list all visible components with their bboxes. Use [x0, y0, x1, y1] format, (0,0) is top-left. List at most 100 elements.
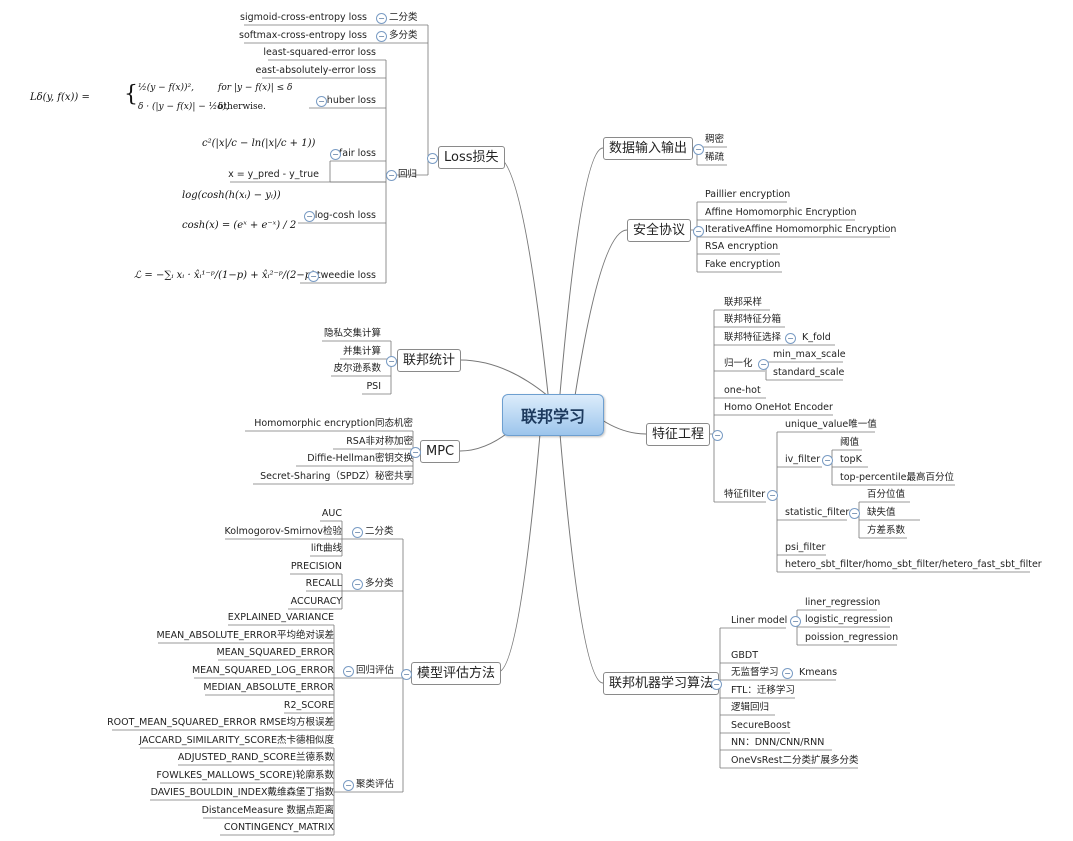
ml-item[interactable]: GBDT [731, 650, 758, 661]
collapse-icon[interactable]: − [386, 356, 397, 367]
branch-mpc[interactable]: MPC [420, 440, 461, 463]
feature-item[interactable]: 归一化 [724, 358, 753, 369]
feature-norm-item[interactable]: min_max_scale [773, 349, 846, 360]
feature-item[interactable]: 联邦特征选择 [724, 332, 782, 343]
ml-unsup-item[interactable]: Kmeans [799, 667, 838, 678]
eval-binary-item[interactable]: AUC [321, 508, 342, 519]
collapse-icon[interactable]: − [782, 668, 793, 679]
collapse-icon[interactable]: − [376, 31, 387, 42]
branch-data-io[interactable]: 数据输入输出 [603, 137, 694, 160]
feature-filter-item[interactable]: statistic_filter [785, 507, 850, 518]
eval-cluster-item[interactable]: ADJUSTED_RAND_SCORE兰德系数 [177, 752, 334, 763]
eval-binary-item[interactable]: lift曲线 [310, 543, 342, 554]
ml-item[interactable]: 逻辑回归 [731, 702, 770, 713]
loss-item[interactable]: east-absolutely-error loss [255, 65, 376, 76]
eval-category[interactable]: 二分类 [365, 526, 394, 537]
collapse-icon[interactable]: − [758, 359, 769, 370]
branch-feature-engineering[interactable]: 特征工程 [646, 423, 711, 446]
feature-filter-item[interactable]: hetero_sbt_filter/homo_sbt_filter/hetero… [785, 559, 1042, 570]
feature-kfold[interactable]: K_fold [802, 332, 831, 343]
statistic-filter-item[interactable]: 百分位值 [867, 489, 906, 500]
collapse-icon[interactable]: − [785, 333, 796, 344]
collapse-icon[interactable]: − [343, 780, 354, 791]
collapse-icon[interactable]: − [790, 616, 801, 627]
collapse-icon[interactable]: − [410, 447, 421, 458]
security-item[interactable]: Paillier encryption [705, 189, 791, 200]
stats-item[interactable]: PSI [366, 381, 381, 392]
eval-multi-item[interactable]: ACCURACY [290, 596, 342, 607]
stats-item[interactable]: 并集计算 [342, 346, 381, 357]
collapse-icon[interactable]: − [767, 490, 778, 501]
eval-regression-item[interactable]: MEDIAN_ABSOLUTE_ERROR [203, 682, 334, 693]
loss-item[interactable]: x = y_pred - y_true [228, 169, 319, 180]
eval-regression-item[interactable]: MEAN_ABSOLUTE_ERROR平均绝对误差 [156, 630, 334, 641]
eval-binary-item[interactable]: Kolmogorov-Smirnov检验 [224, 526, 342, 537]
collapse-icon[interactable]: − [376, 13, 387, 24]
mpc-item[interactable]: RSA非对称加密 [346, 436, 413, 447]
eval-multi-item[interactable]: RECALL [305, 578, 342, 589]
collapse-icon[interactable]: − [352, 579, 363, 590]
mpc-item[interactable]: Secret-Sharing（SPDZ）秘密共享 [260, 471, 413, 482]
eval-regression-item[interactable]: MEAN_SQUARED_LOG_ERROR [191, 665, 334, 676]
collapse-icon[interactable]: − [386, 170, 397, 181]
mpc-item[interactable]: Homomorphic encryption同态机密 [254, 418, 413, 429]
loss-item[interactable]: least-squared-error loss [263, 47, 376, 58]
mpc-item[interactable]: Diffie-Hellman密钥交换 [307, 453, 413, 464]
stats-item[interactable]: 隐私交集计算 [323, 328, 381, 339]
statistic-filter-item[interactable]: 缺失值 [867, 507, 896, 518]
iv-filter-item[interactable]: top-percentile最高百分位 [840, 472, 955, 483]
feature-item[interactable]: 联邦特征分箱 [724, 314, 782, 325]
feature-norm-item[interactable]: standard_scale [773, 367, 845, 378]
eval-category[interactable]: 回归评估 [356, 665, 395, 676]
collapse-icon[interactable]: − [352, 527, 363, 538]
collapse-icon[interactable]: − [711, 679, 722, 690]
feature-item[interactable]: 联邦采样 [724, 297, 763, 308]
collapse-icon[interactable]: − [427, 153, 438, 164]
collapse-icon[interactable]: − [343, 666, 354, 677]
loss-item[interactable]: fair loss [338, 148, 376, 159]
collapse-icon[interactable]: − [330, 149, 341, 160]
eval-cluster-item[interactable]: JACCARD_SIMILARITY_SCORE杰卡德相似度 [139, 735, 334, 746]
feature-filter-item[interactable]: psi_filter [785, 542, 826, 553]
security-item[interactable]: Fake encryption [705, 259, 781, 270]
feature-item[interactable]: Homo OneHot Encoder [724, 402, 833, 413]
collapse-icon[interactable]: − [693, 144, 704, 155]
branch-loss[interactable]: Loss损失 [438, 146, 505, 169]
central-topic[interactable]: 联邦学习 [502, 394, 604, 436]
eval-category[interactable]: 聚类评估 [356, 779, 395, 790]
eval-cluster-item[interactable]: DAVIES_BOULDIN_INDEX戴维森堡丁指数 [150, 787, 334, 798]
collapse-icon[interactable]: − [316, 96, 327, 107]
eval-cluster-item[interactable]: CONTINGENCY_MATRIX [223, 822, 334, 833]
iv-filter-item[interactable]: topK [840, 454, 862, 465]
branch-ml-algorithms[interactable]: 联邦机器学习算法 [603, 672, 720, 695]
security-item[interactable]: IterativeAffine Homomorphic Encryption [705, 224, 897, 235]
iv-filter-item[interactable]: 阈值 [840, 437, 860, 448]
loss-category[interactable]: 二分类 [389, 12, 418, 23]
feature-item[interactable]: one-hot [724, 385, 761, 396]
collapse-icon[interactable]: − [401, 669, 412, 680]
stats-item[interactable]: 皮尔逊系数 [333, 363, 381, 374]
eval-category[interactable]: 多分类 [365, 578, 394, 589]
eval-regression-item[interactable]: ROOT_MEAN_SQUARED_ERROR RMSE均方根误差 [107, 717, 334, 728]
ml-liner-item[interactable]: logistic_regression [805, 614, 893, 625]
security-item[interactable]: Affine Homomorphic Encryption [705, 207, 857, 218]
eval-cluster-item[interactable]: FOWLKES_MALLOWS_SCORE)轮廓系数 [156, 770, 334, 781]
collapse-icon[interactable]: − [308, 271, 319, 282]
ml-item[interactable]: OneVsRest二分类扩展多分类 [731, 755, 859, 766]
ml-liner-item[interactable]: poission_regression [805, 632, 899, 643]
eval-regression-item[interactable]: MEAN_SQUARED_ERROR [216, 647, 334, 658]
branch-federated-stats[interactable]: 联邦统计 [397, 349, 462, 372]
collapse-icon[interactable]: − [849, 508, 860, 519]
ml-item[interactable]: SecureBoost [731, 720, 791, 731]
loss-item[interactable]: sigmoid-cross-entropy loss [240, 12, 367, 23]
ml-item[interactable]: 无监督学习 [731, 667, 779, 678]
statistic-filter-item[interactable]: 方差系数 [867, 525, 906, 536]
loss-item[interactable]: softmax-cross-entropy loss [239, 30, 367, 41]
eval-regression-item[interactable]: EXPLAINED_VARIANCE [227, 612, 334, 623]
loss-item[interactable]: tweedie loss [316, 270, 376, 281]
security-item[interactable]: RSA encryption [705, 241, 779, 252]
collapse-icon[interactable]: − [822, 455, 833, 466]
collapse-icon[interactable]: − [304, 211, 315, 222]
collapse-icon[interactable]: − [693, 226, 704, 237]
branch-model-eval[interactable]: 模型评估方法 [411, 662, 502, 685]
